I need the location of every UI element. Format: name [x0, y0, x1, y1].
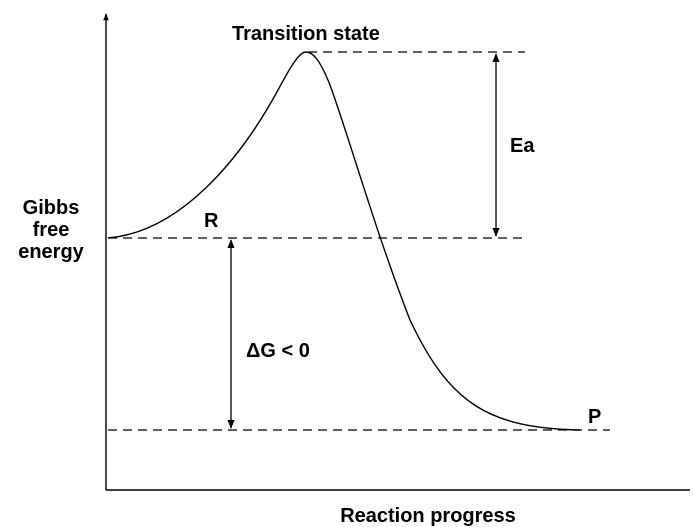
y-axis-label-line-2: free	[33, 219, 70, 241]
x-axis-label: Reaction progress	[340, 505, 516, 527]
product-label: P	[588, 406, 601, 428]
reaction-energy-curve	[107, 51, 581, 431]
delta-g-label: ΔG < 0	[246, 340, 310, 362]
reactant-label: R	[204, 210, 219, 232]
y-axis-label-line-3: energy	[18, 241, 84, 263]
activation-energy-label: Ea	[510, 135, 535, 157]
y-axis-label-line-1: Gibbs	[23, 197, 80, 219]
transition-state-label: Transition state	[232, 23, 380, 45]
